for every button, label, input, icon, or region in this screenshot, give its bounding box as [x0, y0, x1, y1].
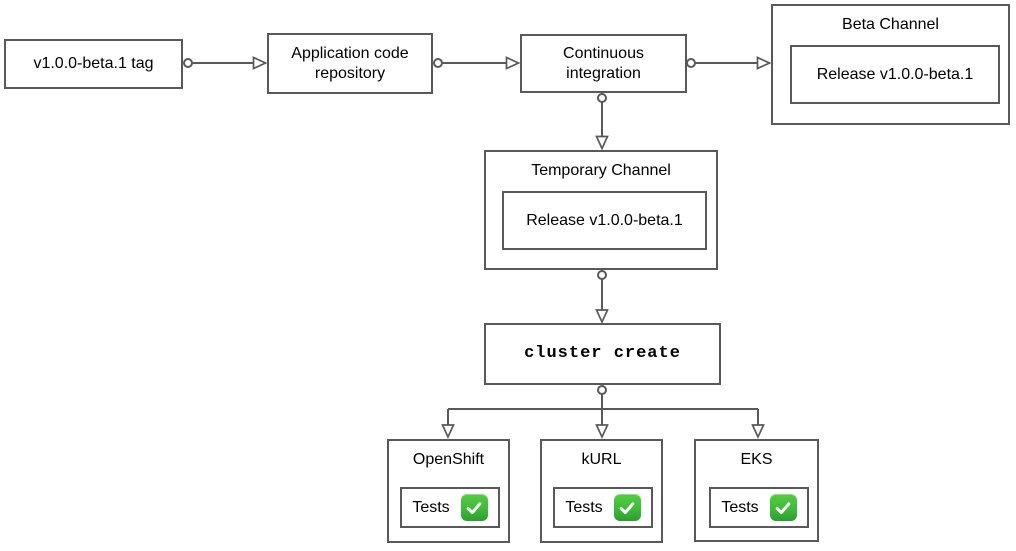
temporary-channel-title: Temporary Channel [531, 162, 671, 179]
kurl-tests-label: Tests [565, 498, 603, 516]
container-cluster-eks: EKS Tests [694, 439, 819, 542]
node-eks-tests: Tests [709, 487, 809, 528]
kurl-title: kURL [581, 451, 622, 468]
edge-ci-to-beta-channel [686, 56, 772, 70]
node-continuous-integration: Continuous integration [520, 34, 687, 93]
check-mark-icon [460, 494, 488, 521]
node-kurl-tests: Tests [553, 487, 653, 528]
beta-release-label: Release v1.0.0-beta.1 [816, 65, 974, 83]
edge-ci-to-temp-channel [595, 93, 609, 151]
eks-title: EKS [740, 451, 773, 468]
continuous-integration-label: Continuous integration [563, 44, 644, 82]
edge-temp-channel-to-cluster-create [595, 270, 609, 325]
edge-tag-to-repo [183, 56, 268, 70]
node-beta-release: Release v1.0.0-beta.1 [790, 45, 1000, 104]
edge-cluster-create-to-clusters [441, 385, 765, 440]
openshift-title: OpenShift [412, 451, 485, 468]
beta-channel-title: Beta Channel [842, 16, 939, 33]
container-cluster-openshift: OpenShift Tests [387, 439, 510, 543]
eks-tests-label: Tests [721, 498, 759, 516]
node-temporary-release: Release v1.0.0-beta.1 [502, 191, 707, 250]
container-beta-channel: Beta Channel Release v1.0.0-beta.1 [771, 4, 1010, 125]
version-tag-label: v1.0.0-beta.1 tag [33, 55, 154, 72]
node-app-code-repository: Application code repository [267, 33, 433, 94]
app-code-repository-label: Application code repository [291, 44, 409, 82]
container-temporary-channel: Temporary Channel Release v1.0.0-beta.1 [484, 150, 718, 270]
openshift-tests-label: Tests [412, 498, 450, 516]
check-mark-icon [613, 494, 641, 521]
node-version-tag: v1.0.0-beta.1 tag [4, 39, 183, 89]
node-openshift-tests: Tests [400, 487, 500, 528]
edge-repo-to-ci [433, 56, 521, 70]
container-cluster-kurl: kURL Tests [540, 439, 663, 543]
node-cluster-create-command: cluster create [484, 323, 721, 385]
check-mark-icon [769, 494, 797, 521]
temporary-release-label: Release v1.0.0-beta.1 [526, 211, 683, 229]
cluster-create-label: cluster create [524, 344, 681, 364]
